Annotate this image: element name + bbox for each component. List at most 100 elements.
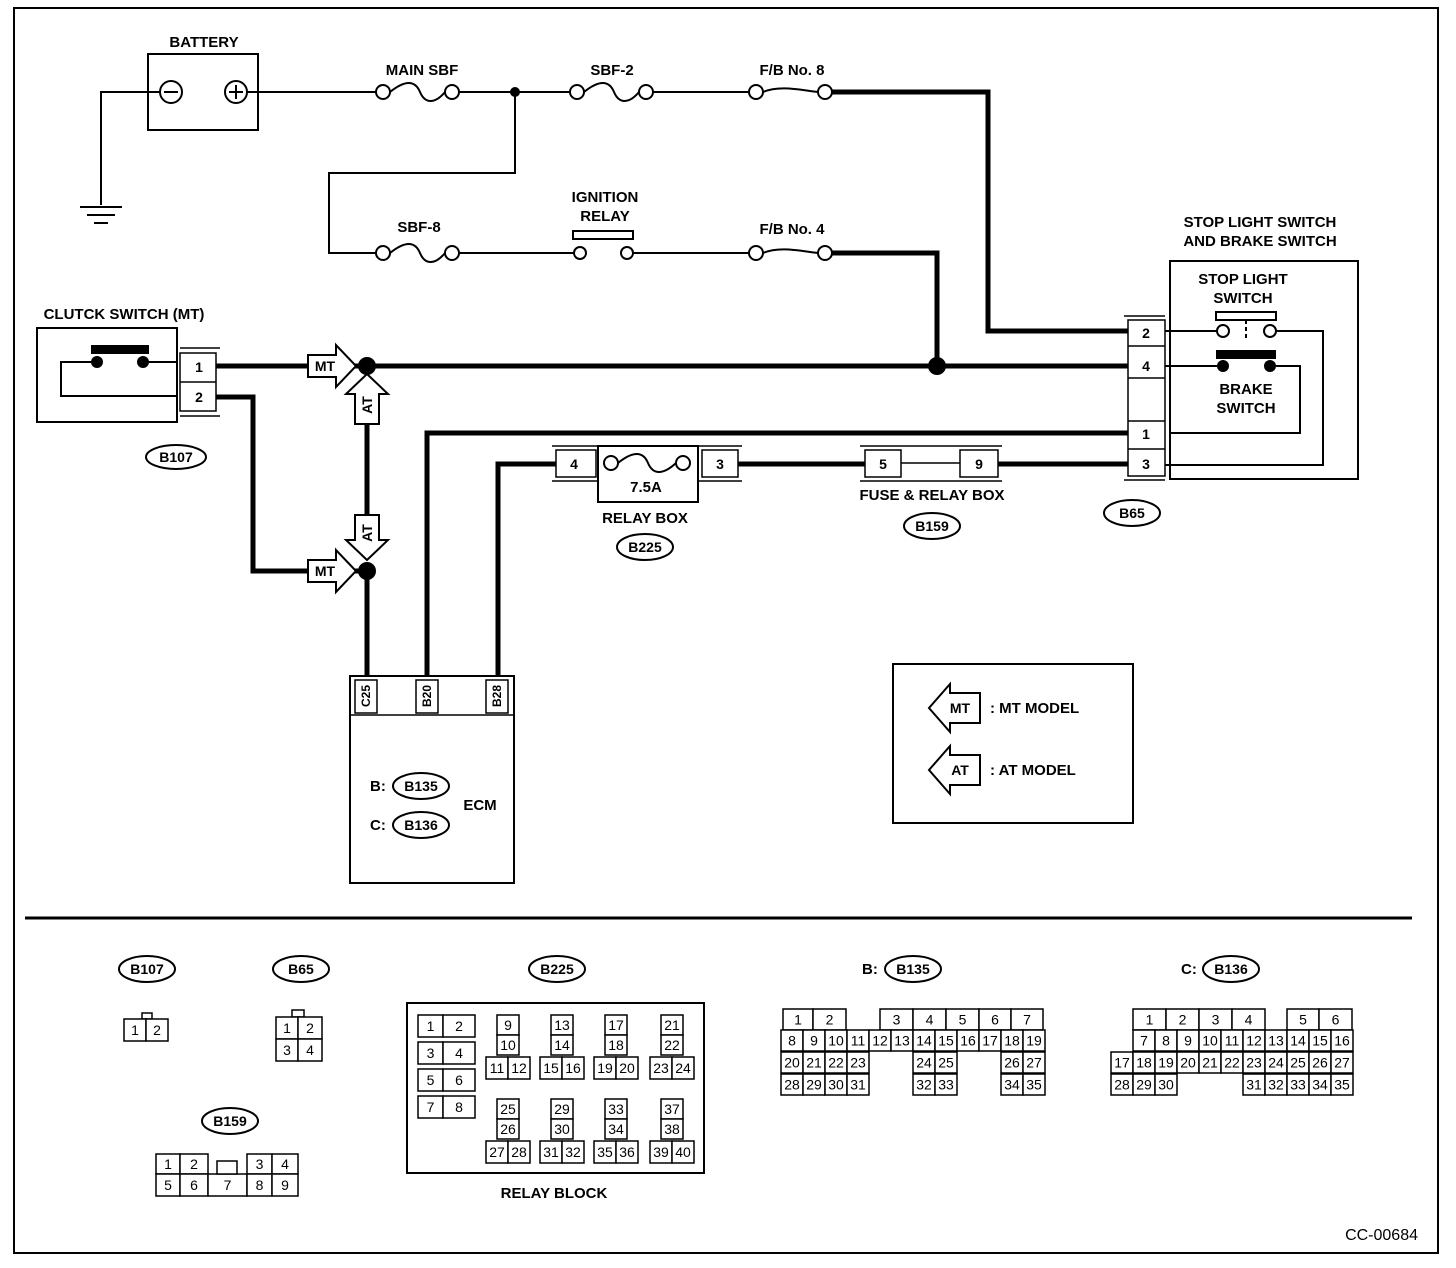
- clutch-switch-label: CLUTCK SWITCH (MT): [44, 306, 205, 323]
- b135-pin: 5: [945, 1008, 980, 1031]
- b135-pin: 21: [802, 1051, 826, 1074]
- b225-pin: 3: [417, 1041, 444, 1065]
- fuse-relay-box-label: FUSE & RELAY BOX: [859, 487, 1004, 504]
- b225-pin: 13: [550, 1014, 574, 1036]
- svg-text:10: 10: [1202, 1033, 1218, 1049]
- b135-pin: 27: [1022, 1051, 1046, 1074]
- b65-pin-3: 3: [1142, 456, 1150, 472]
- b225-pin: 28: [507, 1140, 531, 1164]
- svg-text:32: 32: [565, 1144, 581, 1160]
- b159-pin: 9: [271, 1173, 299, 1197]
- b136-pin: 18: [1132, 1051, 1156, 1074]
- svg-text:B65: B65: [288, 961, 314, 977]
- b135-pin: 1: [782, 1008, 814, 1031]
- b136-pin: 23: [1242, 1051, 1266, 1074]
- svg-text:12: 12: [872, 1033, 888, 1049]
- svg-text:22: 22: [664, 1037, 680, 1053]
- svg-text:1: 1: [1146, 1012, 1154, 1028]
- fb8-fuse-icon: [748, 84, 833, 100]
- svg-text:7: 7: [1023, 1012, 1031, 1028]
- ecm: C25 B20 B28 B: B135 C: B136 ECM: [349, 675, 515, 884]
- main-sbf-fuse-icon: [375, 82, 460, 102]
- svg-text:25: 25: [1290, 1055, 1306, 1071]
- fb4-label: F/B No. 4: [759, 221, 825, 238]
- b225-pin: 22: [660, 1034, 684, 1056]
- sbf8-label: SBF-8: [397, 219, 440, 236]
- svg-text:29: 29: [1136, 1077, 1152, 1093]
- b225-pin: 2: [442, 1014, 476, 1038]
- mt-arrow-lower: MT: [307, 547, 358, 595]
- svg-text:AT: AT: [359, 396, 375, 414]
- svg-text:14: 14: [554, 1037, 570, 1053]
- svg-text:B107: B107: [159, 449, 193, 465]
- relay-box-pin-4: 4: [570, 456, 578, 472]
- svg-text:1: 1: [427, 1018, 435, 1034]
- svg-text:AT: AT: [359, 524, 375, 542]
- svg-text:9: 9: [1184, 1033, 1192, 1049]
- svg-text:33: 33: [1290, 1077, 1306, 1093]
- ignition-relay-label-1: IGNITION: [572, 189, 639, 206]
- b135-pin: 3: [879, 1008, 914, 1031]
- b225-pin: 4: [442, 1041, 476, 1065]
- mt-arrow-upper: MT: [307, 342, 358, 390]
- b136-pin: 35: [1330, 1073, 1354, 1096]
- b225-pin: 35: [593, 1140, 617, 1164]
- svg-text:2: 2: [455, 1018, 463, 1034]
- b159-pin: 2: [179, 1153, 209, 1175]
- svg-text:4: 4: [926, 1012, 934, 1028]
- relay-box-label: RELAY BOX: [602, 510, 688, 527]
- svg-text:25: 25: [500, 1101, 516, 1117]
- b136-pin: 12: [1242, 1029, 1266, 1052]
- b225-pin: 14: [550, 1034, 574, 1056]
- b225-pin: 15: [539, 1056, 563, 1080]
- b135-pin: 15: [934, 1029, 958, 1052]
- svg-text:5: 5: [1299, 1012, 1307, 1028]
- legend-mt-label: : MT MODEL: [990, 700, 1079, 717]
- svg-text:13: 13: [894, 1033, 910, 1049]
- b225-pin: 26: [496, 1118, 520, 1140]
- svg-text:23: 23: [653, 1060, 669, 1076]
- svg-text:8: 8: [256, 1177, 264, 1193]
- ecm-pin-b20: B20: [420, 685, 434, 707]
- svg-text:1: 1: [164, 1156, 172, 1172]
- b225-pin: 36: [615, 1140, 639, 1164]
- svg-text:3: 3: [427, 1045, 435, 1061]
- b225-pin: 20: [615, 1056, 639, 1080]
- b135-pin: 35: [1022, 1073, 1046, 1096]
- svg-text:31: 31: [850, 1077, 866, 1093]
- svg-text:14: 14: [916, 1033, 932, 1049]
- b225-pin: 12: [507, 1056, 531, 1080]
- b136-pin: 28: [1110, 1073, 1134, 1096]
- b159-pin: 1: [155, 1153, 181, 1175]
- b135-pin: 12: [868, 1029, 892, 1052]
- svg-text:6: 6: [455, 1072, 463, 1088]
- brake-label-1: BRAKE: [1219, 381, 1272, 398]
- b159-pin: 6: [179, 1173, 209, 1197]
- b225-pin: 18: [604, 1034, 628, 1056]
- b136-pin: 2: [1165, 1008, 1200, 1031]
- b135-pin: 9: [802, 1029, 826, 1052]
- svg-text:22: 22: [828, 1055, 844, 1071]
- b107-connector-tag: B107: [145, 444, 207, 470]
- b159-pin: 7: [207, 1173, 248, 1197]
- svg-text:23: 23: [1246, 1055, 1262, 1071]
- b159-pin: 8: [246, 1173, 273, 1197]
- svg-text:9: 9: [810, 1033, 818, 1049]
- battery-label: BATTERY: [169, 34, 238, 51]
- b135-pin: 25: [934, 1051, 958, 1074]
- svg-text:12: 12: [1246, 1033, 1262, 1049]
- svg-text:34: 34: [608, 1121, 624, 1137]
- b136-pin: 10: [1198, 1029, 1222, 1052]
- b136-pin: 17: [1110, 1051, 1134, 1074]
- svg-text:MT: MT: [950, 700, 971, 716]
- b65-pin: 1: [275, 1016, 299, 1040]
- svg-text:2: 2: [1179, 1012, 1187, 1028]
- svg-text:B225: B225: [628, 539, 662, 555]
- b65-pin: 4: [297, 1038, 323, 1062]
- b159-pin: 3: [246, 1153, 273, 1175]
- b136-pin: 33: [1286, 1073, 1310, 1096]
- stop-light-label-2: SWITCH: [1213, 290, 1272, 307]
- b135-pin: 22: [824, 1051, 848, 1074]
- b225-pin: 11: [485, 1056, 509, 1080]
- svg-text:8: 8: [455, 1099, 463, 1115]
